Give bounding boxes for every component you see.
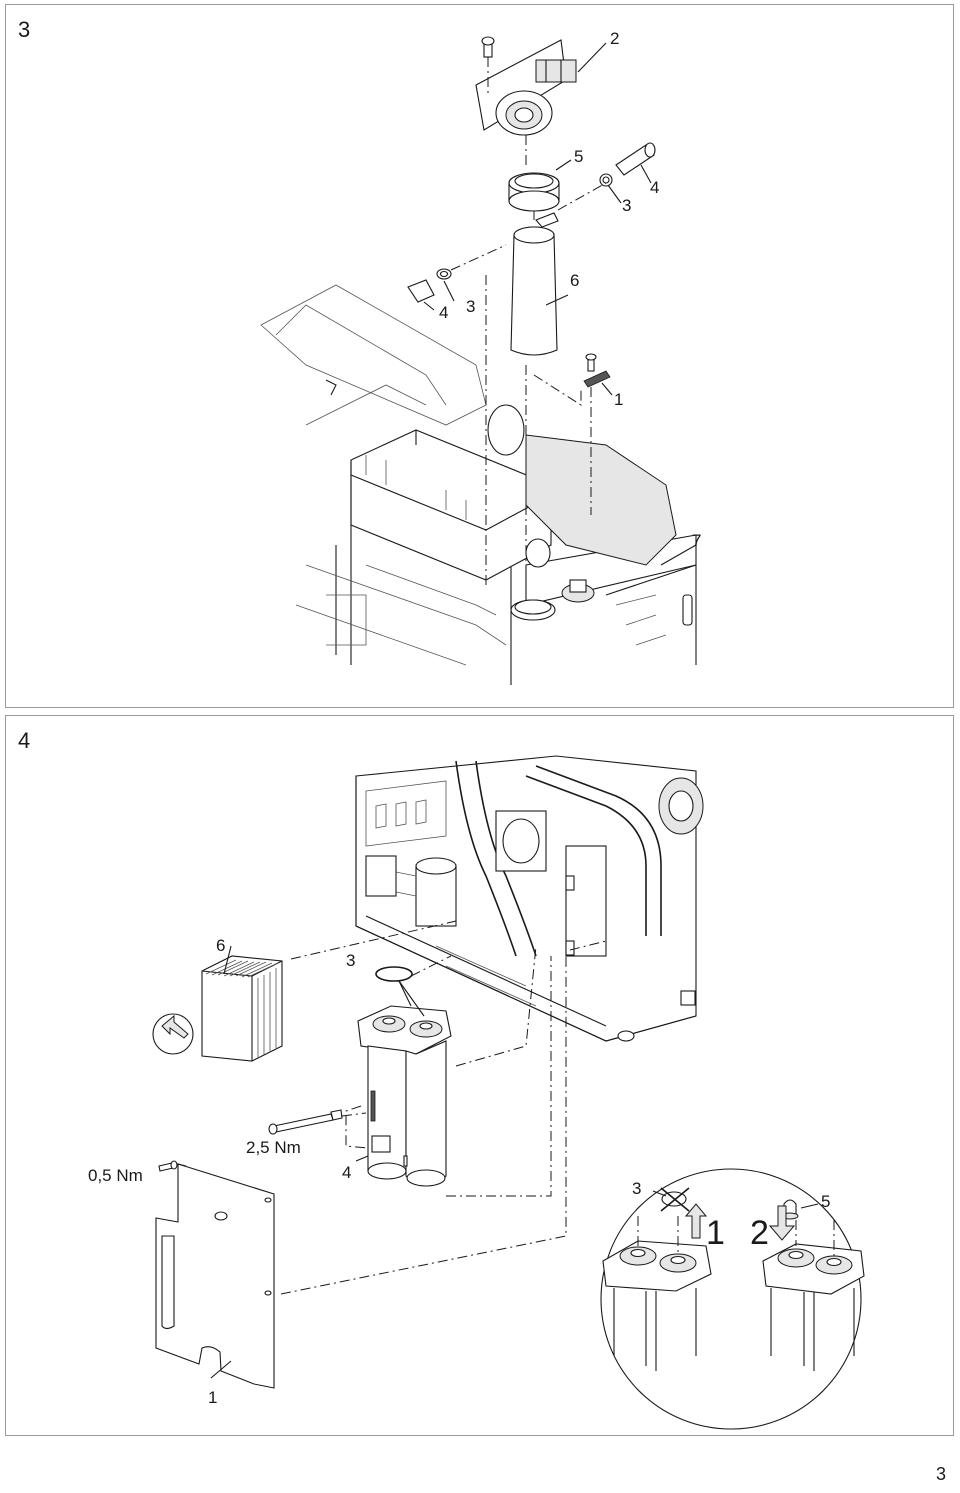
filter-cartridge-part-6	[510, 212, 559, 356]
page-number: 3	[935, 1464, 946, 1484]
detail-callout-3: 3	[632, 1179, 641, 1198]
callout-3: 3	[346, 951, 355, 970]
o-ring-part-3	[375, 966, 413, 982]
figure-panel-3: 3	[5, 4, 954, 708]
bracket-part-2	[475, 36, 577, 136]
elbow-part-4-left	[407, 268, 452, 303]
exploded-view-filter-replacement: 6 3 2,5 Nm 4 0,5 Nm 1 3 5 1 2	[88, 755, 865, 1430]
panel-number: 4	[18, 728, 31, 753]
callout-4: 4	[342, 1163, 351, 1182]
callout-4-right: 4	[650, 178, 659, 197]
callout-3-right: 3	[622, 196, 631, 215]
panel-number: 3	[18, 17, 31, 42]
callout-7: 7	[692, 531, 701, 550]
exploded-view-filter-housing: 2 5 4 3 6 3 4 1 7	[260, 29, 701, 685]
filter-housing-part-4	[357, 1005, 452, 1187]
callout-1: 1	[614, 390, 623, 409]
screw-0-5nm	[158, 1160, 178, 1172]
callout-4-left: 4	[439, 303, 448, 322]
callout-6: 6	[216, 936, 225, 955]
callout-5: 5	[574, 147, 583, 166]
step-2-label: 2	[750, 1214, 769, 1252]
detail-callout-5: 5	[821, 1192, 830, 1211]
callout-1: 1	[208, 1388, 217, 1407]
callout-6: 6	[570, 271, 579, 290]
callout-3-left: 3	[466, 297, 475, 316]
insert-direction-arrow-icon	[152, 1013, 194, 1055]
appliance-interior	[355, 755, 704, 1042]
figure-panel-4: 4	[5, 715, 954, 1436]
screw-part-1	[583, 353, 611, 388]
retaining-ring-part-5	[508, 172, 560, 212]
appliance-body	[260, 284, 697, 685]
torque-2-5nm: 2,5 Nm	[246, 1138, 301, 1157]
hose-part-4-right	[599, 142, 656, 187]
callout-2: 2	[610, 29, 619, 48]
cover-panel-part-1	[155, 1163, 275, 1389]
air-filter-part-6	[201, 955, 283, 1062]
step-1-label: 1	[706, 1214, 725, 1252]
detail-circle	[600, 1168, 865, 1430]
torque-0-5nm: 0,5 Nm	[88, 1166, 143, 1185]
bolt-2-5nm	[268, 1109, 343, 1135]
